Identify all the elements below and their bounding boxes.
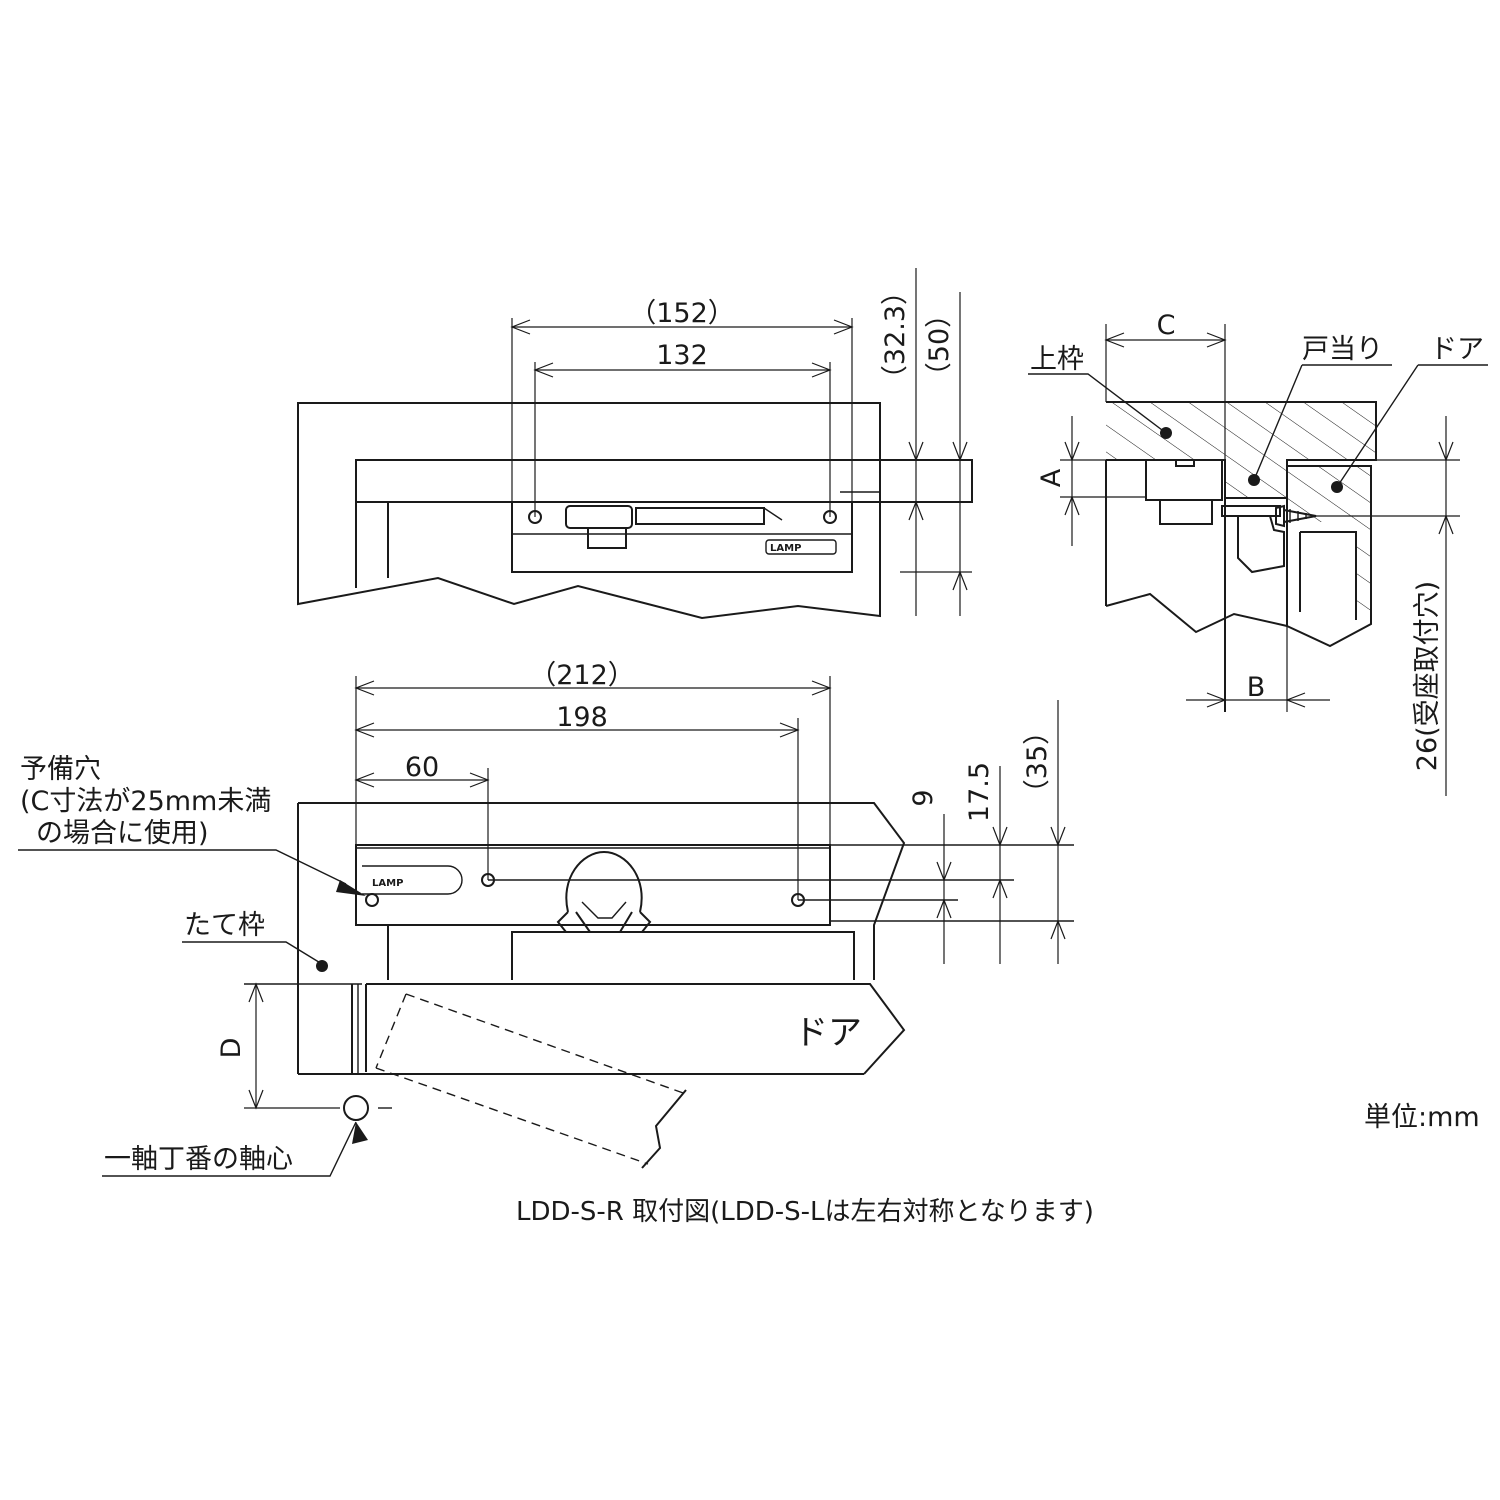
label-spare-hole: 予備穴 [20, 754, 101, 785]
marker-dot [316, 960, 328, 972]
dim-60: 60 [405, 752, 439, 783]
brand-mark: LAMP [770, 543, 801, 554]
dim-50: （50） [924, 301, 955, 389]
brand-logo [765, 539, 837, 555]
label-door-section: ドア [1430, 334, 1484, 365]
label-upper-frame: 上枠 [1030, 344, 1084, 375]
dim-17-5: 17.5 [964, 762, 995, 822]
label-door-stop: 戸当り [1302, 334, 1383, 365]
unit-label: 単位:mm [1364, 1102, 1480, 1133]
label-door-bottom: ドア [794, 1013, 862, 1053]
dim-35: （35） [1022, 718, 1053, 806]
label-hinge-pivot: 一軸丁番の軸心 [104, 1144, 293, 1175]
brand-logo [362, 865, 463, 895]
spare-hole-icon [365, 893, 379, 907]
dim-198: 198 [556, 702, 608, 733]
bottom-view: LAMP ドア 一軸丁番の軸心 D 予備穴 (C寸法 [18, 660, 1074, 1177]
brand-mark-lower: LAMP [372, 878, 403, 889]
label-spare-hole-note1: (C寸法が25mm未満 [20, 786, 271, 817]
label-vertical-frame: たて枠 [184, 910, 265, 941]
dim-32-3: （32.3） [880, 278, 911, 392]
dim-9: 9 [908, 789, 939, 806]
dim-212: （212） [529, 660, 635, 691]
section-view: 上枠 戸当り ドア C A B 26(受座取付穴) [1028, 310, 1488, 796]
hinge-pivot-icon [343, 1095, 369, 1121]
dim-c: C [1157, 310, 1176, 341]
spare-hole-arrow-icon [336, 880, 366, 896]
top-view: LAMP （152） 132 （32.3） （50） [297, 268, 973, 620]
dim-d: D [216, 1038, 247, 1059]
dim-a: A [1036, 468, 1067, 487]
dim-152: （152） [629, 298, 735, 329]
drawing-caption: LDD-S-R 取付図(LDD-S-Lは左右対称となります) [516, 1197, 1094, 1227]
dim-132: 132 [656, 340, 708, 371]
dim-26-receiver: 26(受座取付穴) [1412, 581, 1443, 771]
pivot-arrow-icon [352, 1122, 368, 1144]
dim-b: B [1247, 672, 1266, 703]
label-spare-hole-note2: の場合に使用) [36, 818, 209, 849]
